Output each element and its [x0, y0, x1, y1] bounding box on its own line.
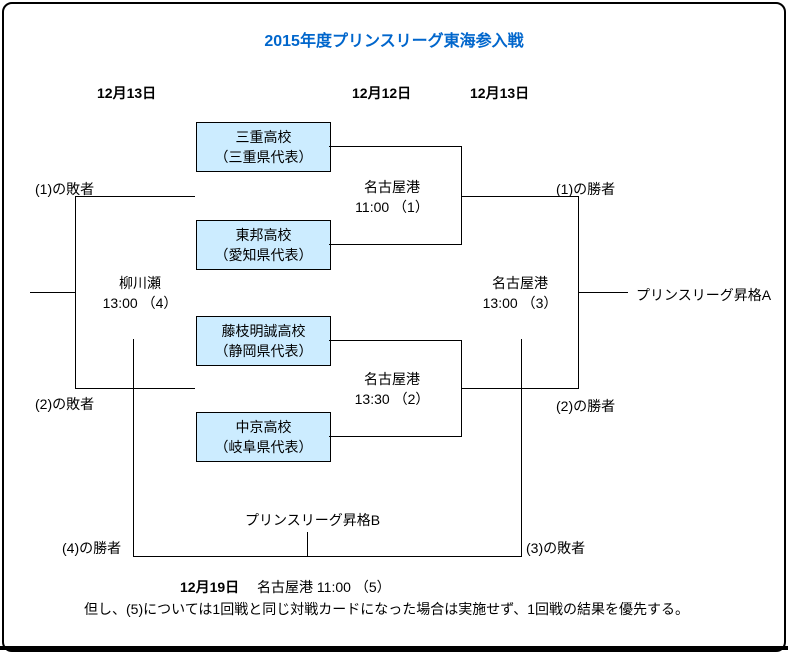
match2-time: 13:30 （2） [354, 391, 430, 407]
match3-label: 名古屋港 13:00 （3） [465, 273, 575, 313]
loser1-feeder-line [75, 196, 195, 197]
date-header-right: 12月13日 [470, 85, 530, 101]
loser1-label: (1)の敗者 [35, 181, 95, 197]
match1-bracket-line [461, 146, 462, 245]
team-prefecture: （静岡県代表） [214, 343, 313, 359]
match3-time: 13:00 （3） [482, 295, 558, 311]
match5-date: 12月19日 [180, 579, 240, 595]
loser2-feeder-line [75, 388, 195, 389]
loser3-label: (3)の敗者 [526, 540, 586, 556]
connector-team3-line [329, 340, 461, 341]
promotion-a-output-line [578, 292, 628, 293]
match5-bracket-line [133, 556, 522, 557]
team-prefecture: （愛知県代表） [214, 247, 313, 263]
team-name: 東邦高校 [235, 227, 292, 243]
connector-team2-line [329, 244, 461, 245]
promotion-b-label: プリンスリーグ昇格B [245, 512, 381, 528]
loser3-drop-line [521, 339, 522, 557]
team-name: 中京高校 [235, 419, 292, 435]
match2-output-line [461, 388, 579, 389]
consolation-output-line [30, 292, 76, 293]
match2-label: 名古屋港 13:30 （2） [337, 369, 447, 409]
footnote: 但し、(5)については1回戦と同じ対戦カードになった場合は実施せず、1回戦の結果… [84, 601, 690, 617]
loser2-label: (2)の敗者 [35, 396, 95, 412]
connector-team4-line [329, 436, 461, 437]
promotion-a-label: プリンスリーグ昇格A [636, 287, 772, 303]
promotion-b-stub-line [307, 532, 308, 557]
team-name: 藤枝明誠高校 [221, 323, 306, 339]
match4-time: 13:00 （4） [102, 295, 178, 311]
winner1-label: (1)の勝者 [556, 181, 616, 197]
match4-venue: 柳川瀬 [119, 275, 161, 291]
date-header-left: 12月13日 [97, 85, 157, 101]
page-title: 2015年度プリンスリーグ東海参入戦 [264, 33, 524, 50]
match1-time: 11:00 （1） [355, 199, 429, 215]
winner4-drop-line [133, 339, 134, 557]
match1-venue: 名古屋港 [364, 179, 420, 195]
winner4-label: (4)の勝者 [62, 540, 122, 556]
match2-venue: 名古屋港 [364, 371, 420, 387]
team-prefecture: （三重県代表） [214, 149, 313, 165]
team-name: 三重高校 [235, 129, 292, 145]
team-box-chukyo: 中京高校 （岐阜県代表） [196, 412, 331, 462]
winner2-label: (2)の勝者 [556, 398, 616, 414]
team-prefecture: （岐阜県代表） [214, 439, 313, 455]
date-header-middle: 12月12日 [352, 85, 412, 101]
match1-label: 名古屋港 11:00 （1） [337, 177, 447, 217]
connector-team1-line [329, 146, 461, 147]
bottom-divider-bar [0, 646, 788, 650]
match3-venue: 名古屋港 [492, 275, 548, 291]
team-box-mie: 三重高校 （三重県代表） [196, 122, 331, 172]
match5-label: 12月19日 名古屋港 11:00 （5） [180, 577, 391, 597]
match4-label: 柳川瀬 13:00 （4） [85, 273, 195, 313]
team-box-fujieda-meisei: 藤枝明誠高校 （静岡県代表） [196, 316, 331, 366]
team-box-toho: 東邦高校 （愛知県代表） [196, 220, 331, 270]
match1-output-line [461, 196, 579, 197]
match5-detail: 名古屋港 11:00 （5） [257, 579, 391, 595]
